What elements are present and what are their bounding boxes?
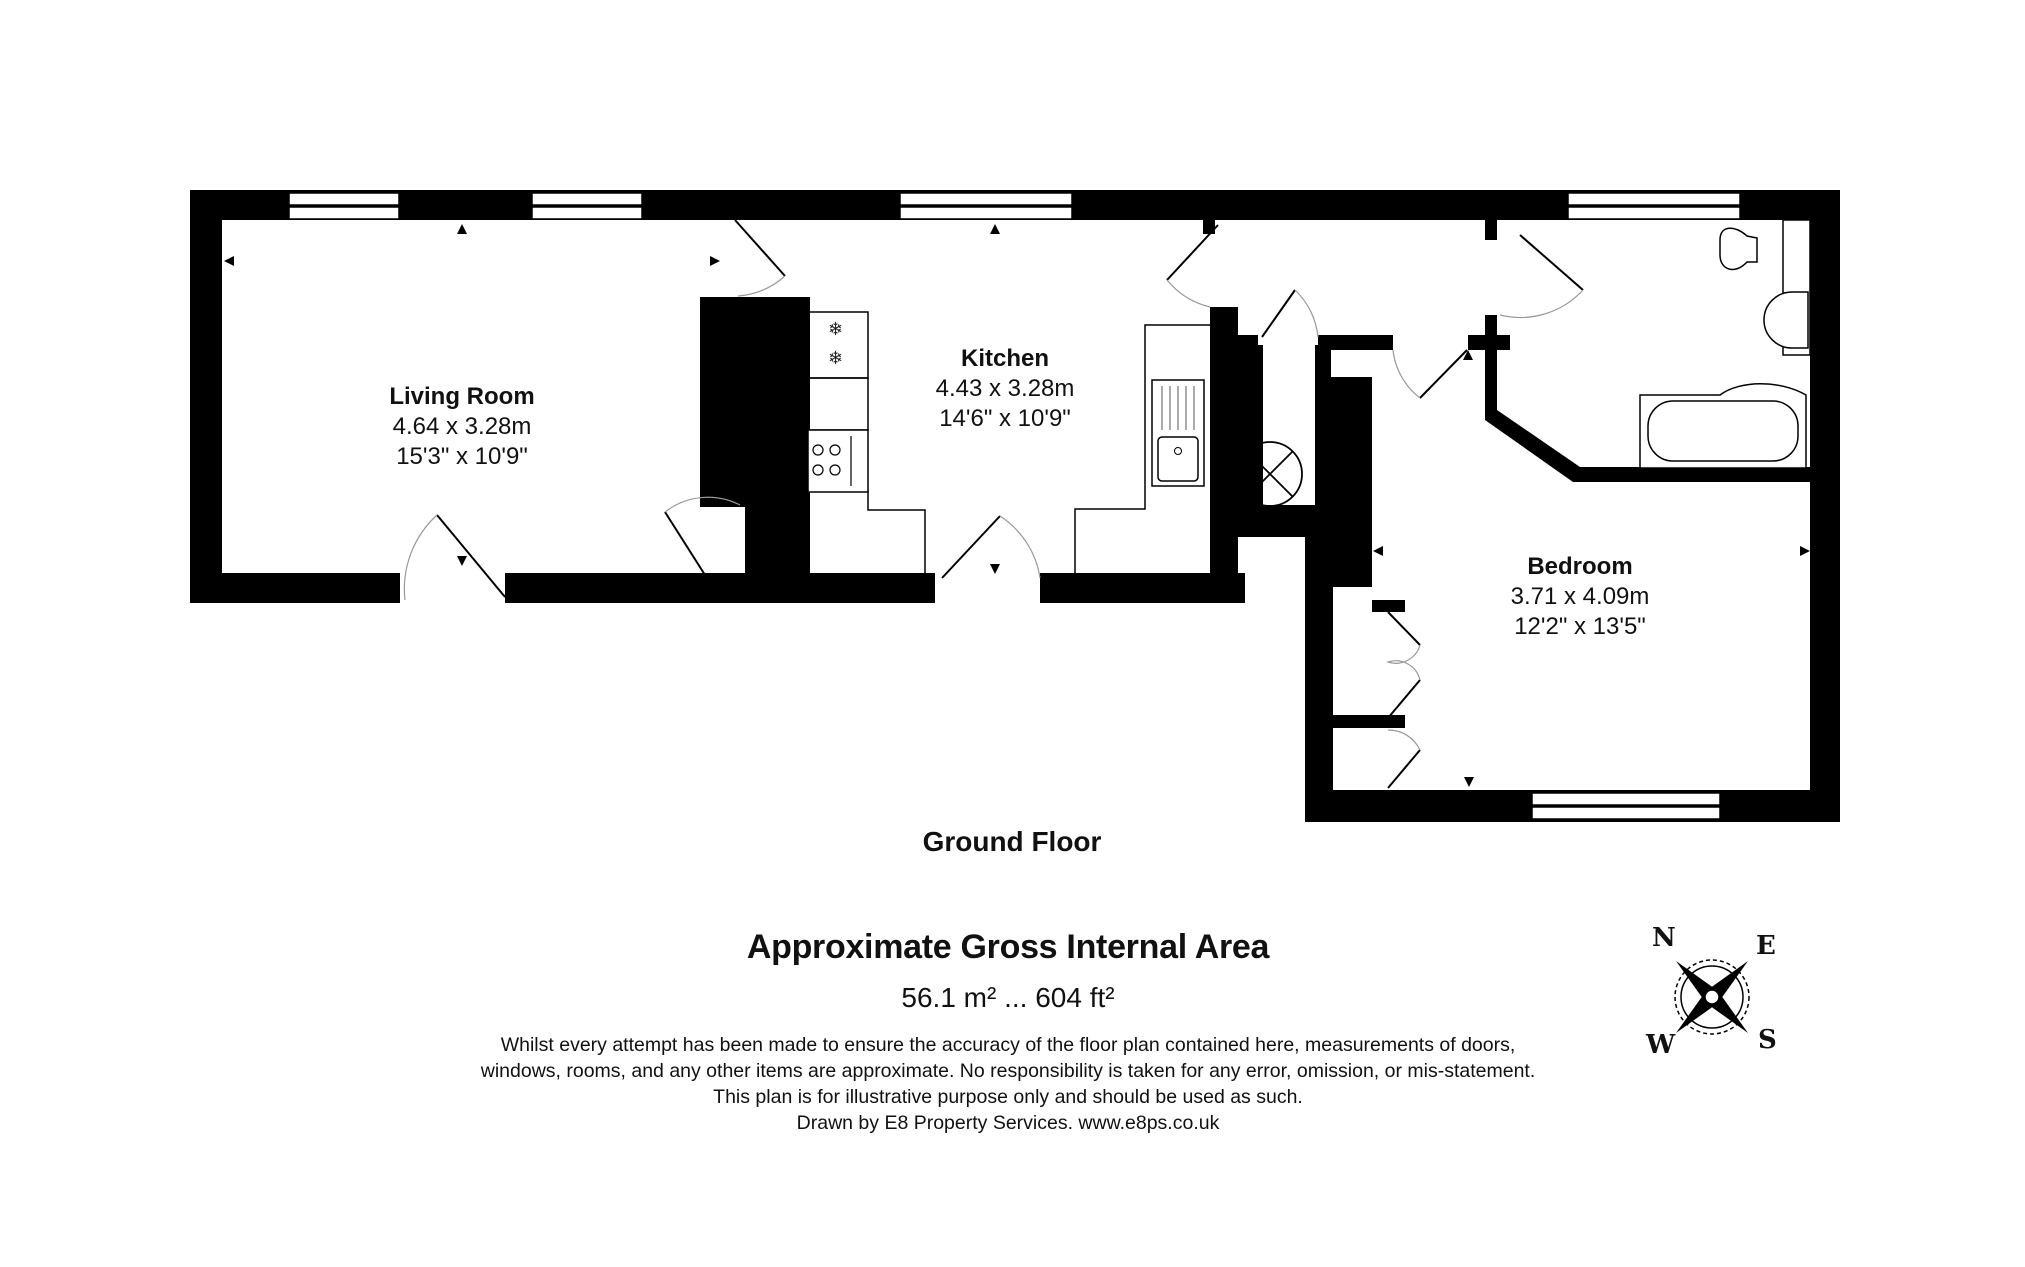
boiler-icon xyxy=(1237,441,1303,507)
svg-text:❄: ❄ xyxy=(828,319,843,339)
fridge-freezer-icon: ❄❄ xyxy=(828,319,843,368)
sink-drainer-icon xyxy=(1161,386,1195,455)
area-title: Approximate Gross Internal Area xyxy=(746,928,1270,966)
bathroom-fittings xyxy=(1639,219,1811,469)
compass-n: N xyxy=(1652,923,1676,953)
compass-rose: N E W S xyxy=(1640,923,1780,1065)
compass-s: S xyxy=(1758,1025,1777,1055)
dimension-markers xyxy=(224,224,1810,787)
walls xyxy=(190,190,1840,822)
compass-icon xyxy=(1674,959,1750,1035)
floor-label: Ground Floor xyxy=(922,826,1102,857)
kitchen-metric: 4.43 x 3.28m xyxy=(935,375,1075,402)
toilet-icon xyxy=(1719,227,1758,271)
windows xyxy=(288,192,1741,820)
living-room-metric: 4.64 x 3.28m xyxy=(392,413,532,440)
living-room-imperial: 15'3" x 10'9" xyxy=(396,443,528,470)
disclaimer-line-1: Whilst every attempt has been made to en… xyxy=(500,1034,1516,1056)
basin-icon xyxy=(1763,291,1809,349)
bedroom-imperial: 12'2" x 13'5" xyxy=(1514,613,1646,640)
disclaimer-line-3: This plan is for illustrative purpose on… xyxy=(713,1086,1303,1108)
disclaimer-line-2: windows, rooms, and any other items are … xyxy=(480,1060,1536,1082)
disclaimer-credit: Drawn by E8 Property Services. www.e8ps.… xyxy=(796,1112,1220,1134)
kitchen-name: Kitchen xyxy=(960,345,1050,372)
bedroom-metric: 3.71 x 4.09m xyxy=(1510,583,1650,610)
bath-icon xyxy=(1639,383,1807,469)
compass-w: W xyxy=(1646,1030,1676,1060)
area-value: 56.1 m² ... 604 ft² xyxy=(901,982,1115,1013)
kitchen-fittings xyxy=(807,311,1210,573)
kitchen-imperial: 14'6" x 10'9" xyxy=(939,405,1071,432)
compass-e: E xyxy=(1756,931,1776,961)
living-room-name: Living Room xyxy=(389,383,535,410)
doors xyxy=(403,219,1584,789)
hob-icon xyxy=(812,436,852,486)
svg-text:❄: ❄ xyxy=(828,348,843,368)
bedroom-name: Bedroom xyxy=(1527,553,1633,580)
